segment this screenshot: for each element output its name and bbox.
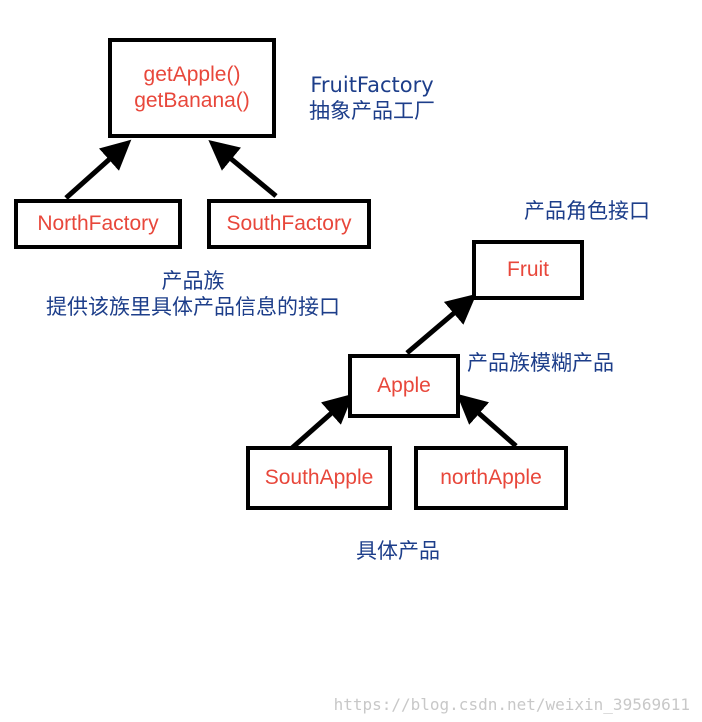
fruit-text: Fruit <box>507 258 549 281</box>
product-family-desc: 提供该族里具体产品信息的接口 <box>46 295 340 319</box>
arrow-north-to-factory <box>64 139 132 200</box>
product-family-title: 产品族 <box>161 269 225 293</box>
fruit-factory-label: FruitFactory 抽象产品工厂 <box>298 72 446 124</box>
apple-text: Apple <box>377 374 431 397</box>
product-family-label: 产品族 提供该族里具体产品信息的接口 <box>14 268 372 320</box>
fruit-box: Fruit <box>472 240 584 300</box>
fruit-factory-desc: 抽象产品工厂 <box>309 99 435 123</box>
arrow-south-to-factory <box>208 140 278 198</box>
south-apple-box: SouthApple <box>246 446 392 510</box>
north-factory-box: NorthFactory <box>14 199 182 249</box>
north-apple-box: northApple <box>414 446 568 510</box>
south-factory-text: SouthFactory <box>226 212 352 235</box>
concrete-product-label: 具体产品 <box>356 539 440 563</box>
fruit-factory-box: getApple() getBanana() <box>108 38 276 138</box>
north-factory-text: NorthFactory <box>37 212 159 235</box>
arrow-apple-to-fruit <box>405 293 477 355</box>
fuzzy-product-label: 产品族模糊产品 <box>467 351 614 375</box>
product-role-label: 产品角色接口 <box>524 199 650 223</box>
arrow-northapple-to-apple <box>456 393 518 448</box>
watermark-url: https://blog.csdn.net/weixin_39569611 <box>333 695 690 714</box>
fruit-factory-name: FruitFactory <box>310 73 434 97</box>
get-banana-method: getBanana() <box>134 89 250 112</box>
apple-box: Apple <box>348 354 460 418</box>
south-factory-box: SouthFactory <box>207 199 371 249</box>
arrow-southapple-to-apple <box>290 393 354 450</box>
south-apple-text: SouthApple <box>264 466 374 489</box>
get-apple-method: getApple() <box>143 63 241 86</box>
north-apple-text: northApple <box>440 466 542 489</box>
